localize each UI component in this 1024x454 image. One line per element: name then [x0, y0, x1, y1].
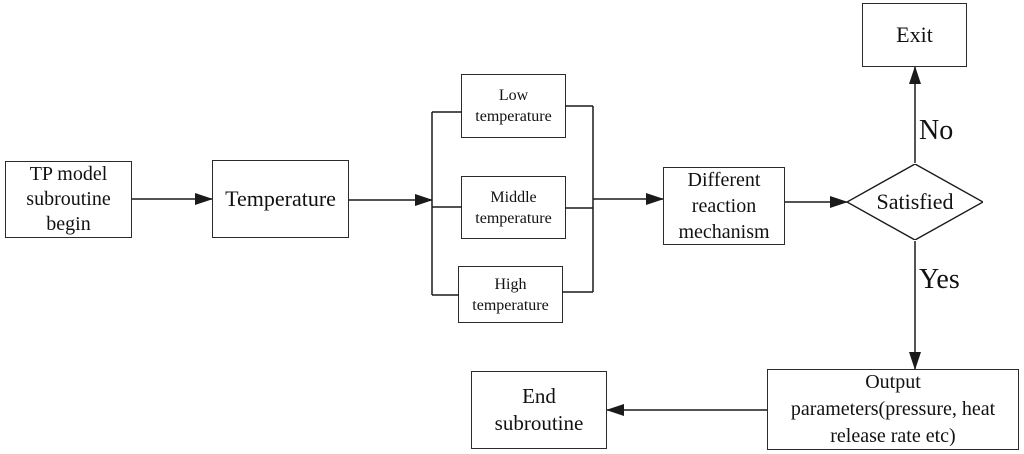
- node-output-parameters: Output parameters(pressure, heat release…: [767, 369, 1019, 450]
- node-label: Different reaction mechanism: [678, 169, 770, 243]
- node-tp-model-subroutine-begin: TP model subroutine begin: [5, 161, 132, 238]
- node-satisfied-decision: Satisfied: [847, 164, 983, 240]
- node-different-reaction-mechanism: Different reaction mechanism: [663, 167, 785, 245]
- node-low-temperature: Low temperature: [461, 74, 566, 138]
- node-label: Exit: [896, 22, 933, 47]
- node-temperature: Temperature: [212, 160, 349, 238]
- node-label: Output parameters(pressure, heat release…: [790, 371, 996, 447]
- node-label: Satisfied: [876, 189, 954, 214]
- node-label: Middle temperature: [475, 188, 552, 227]
- node-exit: Exit: [862, 3, 967, 67]
- diamond-shape: [847, 164, 983, 240]
- edge-label-yes: Yes: [919, 264, 960, 295]
- node-middle-temperature: Middle temperature: [461, 176, 566, 239]
- node-label: TP model subroutine begin: [26, 163, 111, 235]
- node-label: End subroutine: [494, 384, 584, 435]
- edge-label-no: No: [919, 115, 954, 146]
- node-high-temperature: High temperature: [458, 266, 563, 323]
- node-label: High temperature: [472, 275, 549, 314]
- node-label: Low temperature: [475, 87, 552, 125]
- node-label: Temperature: [225, 186, 336, 211]
- node-end-subroutine: End subroutine: [471, 371, 607, 449]
